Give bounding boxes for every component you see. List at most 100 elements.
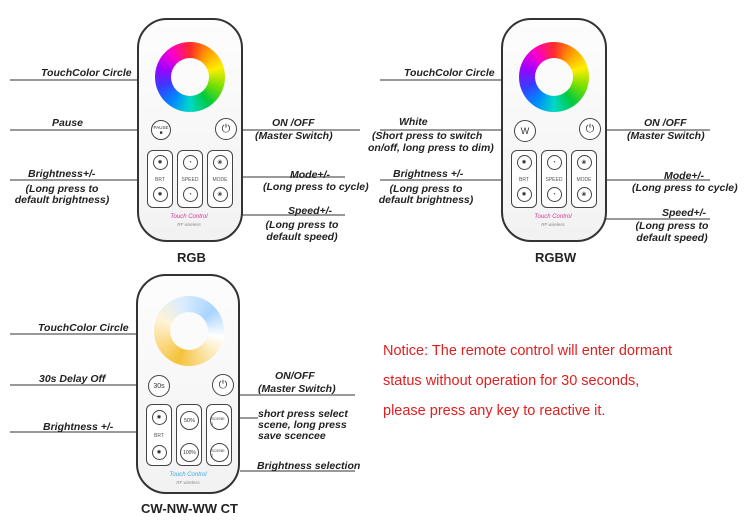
brightness-down-button[interactable]: ✸ — [516, 187, 532, 202]
mode-down-button[interactable]: ❀ — [576, 187, 592, 202]
rgbw-touch-color-label: TouchColor Circle — [404, 67, 495, 79]
mode-down-button[interactable]: ❀ — [212, 187, 228, 202]
speed-key-pad: ◔ ◔ SPEED — [541, 150, 567, 208]
rgbw-white-note-1: (Short press to switch — [372, 130, 483, 142]
brightness-down-button[interactable]: ✸ — [151, 445, 167, 460]
brand-label: Touch Control — [170, 214, 208, 220]
rgb-speed-note-1: (Long press to — [265, 219, 339, 231]
mode-up-button[interactable]: ❀ — [576, 155, 592, 170]
brt-label: BRT — [155, 177, 165, 183]
rgbw-brightness-note-1: (Long press to — [389, 183, 463, 195]
speed-label: SPEED — [545, 177, 563, 183]
rgbw-mode-note: (Long press to cycle) — [632, 182, 738, 194]
scene-key-pad: SCENE 1 SCENE 2 — [206, 404, 232, 466]
power-button[interactable]: ⏻ — [215, 118, 237, 140]
speed-up-button[interactable]: ◔ — [546, 155, 562, 170]
brightness-100-button[interactable]: 100% — [180, 443, 199, 462]
rgbw-white-label: White — [399, 116, 428, 128]
rgb-on-off-label: ON /OFF — [272, 117, 315, 129]
brightness-key-pad: ✸ ✸ BRT — [146, 404, 172, 466]
mode-label: MODE — [212, 177, 228, 183]
brt-label: BRT — [519, 177, 529, 183]
rgbw-caption: RGBW — [535, 250, 577, 265]
rgb-brightness-note-2: default brightness) — [14, 194, 110, 206]
speed-label: SPEED — [181, 177, 199, 183]
brand-sub-label: RF wireless — [176, 480, 200, 485]
ct-on-off-label: ON/OFF — [275, 370, 315, 382]
brightness-down-button[interactable]: ✸ — [152, 187, 168, 202]
notice-line-3: please press any key to reactive it. — [383, 403, 606, 419]
mode-label: MODE — [576, 177, 592, 183]
brightness-50-button[interactable]: 50% — [180, 411, 199, 430]
brightness-100-label: 100% — [183, 449, 196, 456]
power-icon: ⏻ — [218, 378, 228, 391]
ct-brightness-label: Brightness +/- — [43, 421, 114, 433]
touch-color-ring[interactable] — [155, 42, 225, 112]
mode-key-pad: ❀ ❀ MODE — [207, 150, 233, 208]
brt-label: BRT — [154, 433, 164, 439]
brightness-up-button[interactable]: ✸ — [152, 155, 168, 170]
white-button-label: W — [520, 126, 530, 136]
power-icon: ⏻ — [585, 122, 595, 135]
rgb-speed-note-2: default speed) — [266, 231, 338, 243]
power-button[interactable]: ⏻ — [579, 118, 601, 140]
scene-2-button[interactable]: SCENE 2 — [210, 443, 229, 462]
rgb-speed-label: Speed+/- — [288, 205, 333, 217]
ct-master-switch-label: (Master Switch) — [258, 383, 336, 395]
brand-label: Touch Control — [534, 214, 572, 220]
rgb-mode-note: (Long press to cycle) — [263, 181, 369, 193]
delay-off-button-label: 30s — [153, 382, 165, 390]
rgbw-mode-label: Mode+/- — [664, 170, 704, 182]
rgbw-remote: W ⏻ ✸ ✸ BRT ◔ ◔ SPEED ❀ ❀ MODE Touch Con… — [501, 18, 607, 242]
pause-button-label: PAUSE — [153, 124, 169, 130]
ct-delay-off-label: 30s Delay Off — [39, 373, 106, 385]
ct-scene-label-1: short press select — [258, 408, 348, 420]
brand-label: Touch Control — [169, 472, 207, 478]
rgbw-speed-note-2: default speed) — [636, 232, 708, 244]
brightness-up-button[interactable]: ✸ — [516, 155, 532, 170]
white-button[interactable]: W — [514, 120, 536, 142]
speed-down-button[interactable]: ◔ — [182, 187, 198, 202]
rgbw-speed-note-1: (Long press to — [635, 220, 709, 232]
ct-brightness-selection-label: Brightness selection — [257, 460, 361, 472]
brightness-up-button[interactable]: ✸ — [151, 410, 167, 425]
brand-sub-label: RF wireless — [177, 222, 201, 227]
touch-color-ring[interactable] — [154, 296, 224, 366]
scene-1-button[interactable]: SCENE 1 — [210, 411, 229, 430]
ct-scene-label-3: save scencee — [258, 430, 326, 442]
brightness-key-pad: ✸ ✸ BRT — [511, 150, 537, 208]
mode-up-button[interactable]: ❀ — [212, 155, 228, 170]
rgb-master-switch-label: (Master Switch) — [255, 130, 333, 142]
ct-touch-color-label: TouchColor Circle — [38, 322, 129, 334]
scene-1-label: SCENE 1 — [211, 415, 225, 426]
speed-key-pad: ◔ ◔ SPEED — [177, 150, 203, 208]
rgbw-brightness-label: Brightness +/- — [393, 168, 464, 180]
stop-icon: ■ — [159, 129, 163, 136]
brightness-key-pad: ✸ ✸ BRT — [147, 150, 173, 208]
rgb-pause-label: Pause — [52, 117, 83, 129]
notice-line-1: Notice: The remote control will enter do… — [383, 343, 673, 359]
rgbw-on-off-label: ON /OFF — [644, 117, 687, 129]
rgbw-speed-label: Speed+/- — [662, 207, 707, 219]
speed-down-button[interactable]: ◔ — [546, 187, 562, 202]
touch-color-ring[interactable] — [519, 42, 589, 112]
delay-off-button[interactable]: 30s — [148, 375, 170, 397]
power-button[interactable]: ⏻ — [212, 374, 234, 396]
rgbw-brightness-note-2: default brightness) — [378, 194, 474, 206]
rgb-caption: RGB — [177, 250, 206, 265]
brightness-50-label: 50% — [183, 417, 195, 424]
speed-up-button[interactable]: ◔ — [182, 155, 198, 170]
power-icon: ⏻ — [221, 122, 231, 135]
notice-line-2: status without operation for 30 seconds, — [383, 373, 640, 389]
brand-sub-label: RF wireless — [541, 222, 565, 227]
scene-2-label: SCENE 2 — [211, 447, 225, 458]
rgbw-master-switch-label: (Master Switch) — [627, 130, 705, 142]
rgbw-white-note-2: on/off, long press to dim) — [368, 142, 494, 154]
rgb-brightness-note-1: (Long press to — [25, 183, 99, 195]
rgb-touch-color-label: TouchColor Circle — [41, 67, 132, 79]
ct-remote: 30s ⏻ ✸ ✸ BRT 50% 100% SCENE 1 SCENE 2 T… — [136, 274, 240, 494]
pause-button[interactable]: PAUSE ■ — [151, 120, 171, 140]
ct-caption: CW-NW-WW CT — [141, 501, 238, 516]
rgb-remote: PAUSE ■ ⏻ ✸ ✸ BRT ◔ ◔ SPEED ❀ ❀ MODE Tou… — [137, 18, 243, 242]
